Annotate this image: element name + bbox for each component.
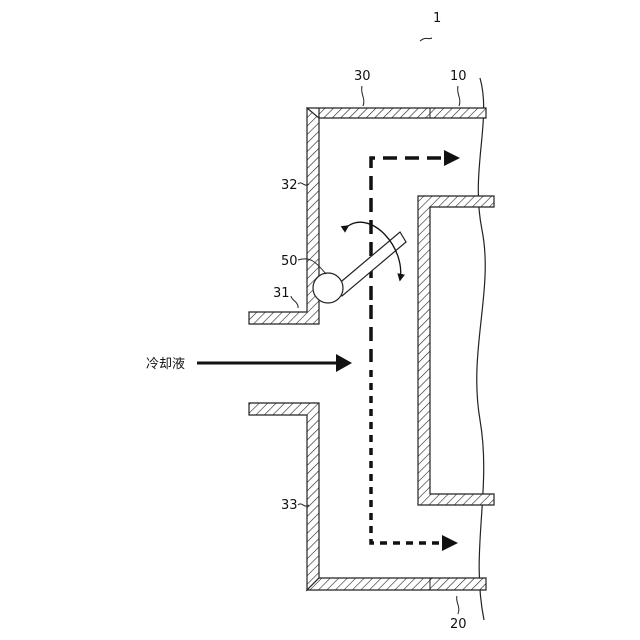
inner-block <box>418 196 494 505</box>
label-housing-top: 30 <box>354 69 371 84</box>
housing-top-wall <box>307 108 486 118</box>
label-device: 1 <box>433 11 441 26</box>
housing-lower-side-wall <box>249 403 319 590</box>
break-line <box>477 78 485 620</box>
label-coolant: 冷却液 <box>146 357 185 372</box>
label-inlet-upper: 31 <box>273 286 290 301</box>
label-valve: 50 <box>281 254 298 269</box>
flow-path-lower <box>371 370 458 551</box>
label-side-lower: 33 <box>281 498 298 513</box>
label-side-upper: 32 <box>281 178 298 193</box>
flow-path-upper <box>371 150 460 300</box>
label-part-top-right: 10 <box>450 69 467 84</box>
label-part-bottom-right: 20 <box>450 617 467 632</box>
housing-bottom-wall <box>307 578 486 590</box>
coolant-arrow <box>197 354 352 372</box>
